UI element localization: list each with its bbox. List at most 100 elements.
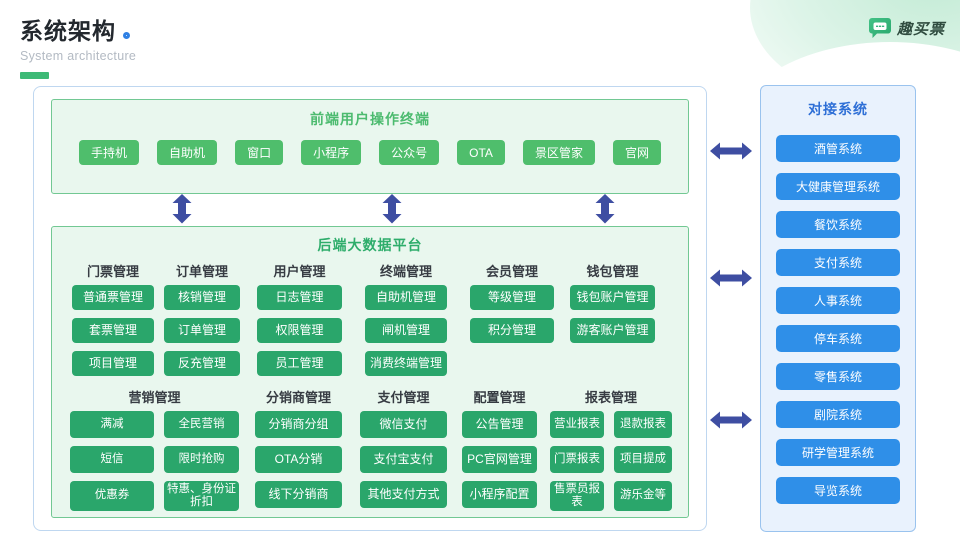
group-user-management: 用户管理 日志管理 权限管理 员工管理 (257, 261, 342, 376)
terminal-window: 窗口 (235, 140, 284, 165)
terminal-scenic-butler: 景区管家 (522, 140, 595, 165)
module-button: 自助机管理 (365, 285, 447, 310)
module-button: 全民营销 (164, 411, 239, 438)
ticket-bubble-icon (868, 18, 891, 38)
group-header: 分销商管理 (265, 390, 331, 405)
group-header: 营销管理 (128, 390, 181, 405)
module-button: 售票员报表 (550, 481, 604, 511)
module-button: 游乐金等 (614, 481, 672, 511)
module-button: 短信 (70, 446, 154, 473)
module-button: 普通票管理 (72, 285, 154, 310)
system-theater: 剧院系统 (776, 401, 900, 428)
double-arrow-horizontal-icon (710, 142, 752, 160)
module-button: 积分管理 (470, 318, 554, 343)
group-marketing-management: 营销管理 满减 全民营销 短信 限时抢购 优惠券 特惠、身份证折扣 (70, 387, 239, 511)
module-button: 钱包账户管理 (570, 285, 655, 310)
group-header: 用户管理 (273, 264, 326, 279)
module-button: 项目提成 (614, 446, 672, 473)
module-button: 套票管理 (72, 318, 154, 343)
module-button: 公告管理 (462, 411, 537, 438)
system-parking: 停车系统 (776, 325, 900, 352)
system-hotel: 酒管系统 (776, 135, 900, 162)
double-arrow-vertical-icon (172, 194, 192, 224)
module-button: 权限管理 (257, 318, 342, 343)
module-button: 退款报表 (614, 411, 672, 438)
module-button: 优惠券 (70, 481, 154, 511)
double-arrow-vertical-icon (382, 194, 402, 224)
brand-logo: 趣买票 (868, 17, 945, 39)
module-button: 日志管理 (257, 285, 342, 310)
group-header: 会员管理 (485, 264, 538, 279)
group-header: 终端管理 (379, 264, 432, 279)
report-grid: 营业报表 退款报表 门票报表 项目提成 售票员报表 游乐金等 (550, 411, 672, 511)
group-header: 订单管理 (175, 264, 228, 279)
module-button: 限时抢购 (164, 446, 239, 473)
module-button: 特惠、身份证折扣 (164, 481, 239, 511)
group-header: 报表管理 (584, 390, 637, 405)
title-underline (20, 72, 49, 79)
backend-section-title: 后端大数据平台 (317, 237, 423, 253)
module-button: 等级管理 (470, 285, 554, 310)
system-payment: 支付系统 (776, 249, 900, 276)
terminal-button-row: 手持机 自助机 窗口 小程序 公众号 OTA 景区管家 官网 (79, 140, 661, 165)
module-button: 线下分销商 (255, 481, 342, 508)
group-order-management: 订单管理 核销管理 订单管理 反充管理 (164, 261, 240, 376)
terminal-ota: OTA (457, 140, 505, 165)
module-button: 支付宝支付 (360, 446, 447, 473)
module-button: 其他支付方式 (360, 481, 447, 508)
brand-name: 趣买票 (896, 20, 945, 38)
module-button: 员工管理 (257, 351, 342, 376)
terminal-kiosk: 自助机 (157, 140, 218, 165)
group-header: 支付管理 (377, 390, 430, 405)
terminal-handheld: 手持机 (79, 140, 140, 165)
title-dot-icon (123, 32, 130, 39)
group-device-management: 终端管理 自助机管理 闸机管理 消费终端管理 (365, 261, 447, 376)
terminal-website: 官网 (612, 140, 661, 165)
system-catering: 餐饮系统 (776, 211, 900, 238)
module-button: 营业报表 (550, 411, 604, 438)
slide-header: 系统架构 System architecture (20, 12, 136, 79)
module-button: 反充管理 (164, 351, 240, 376)
group-header: 钱包管理 (586, 264, 639, 279)
page-title: 系统架构 (20, 18, 116, 44)
system-health: 大健康管理系统 (776, 173, 900, 200)
group-distributor-management: 分销商管理 分销商分组 OTA分销 线下分销商 (255, 387, 342, 508)
integration-systems-panel: 对接系统 酒管系统 大健康管理系统 餐饮系统 支付系统 人事系统 停车系统 零售… (760, 85, 916, 532)
integration-panel-title: 对接系统 (808, 101, 868, 117)
group-header: 配置管理 (473, 390, 526, 405)
group-config-management: 配置管理 公告管理 PC官网管理 小程序配置 (462, 387, 537, 508)
module-button: 核销管理 (164, 285, 240, 310)
backend-platform-section: 后端大数据平台 门票管理 普通票管理 套票管理 项目管理 订单管理 核销管理 订… (51, 226, 689, 518)
module-button: PC官网管理 (462, 446, 537, 473)
terminal-official-account: 公众号 (379, 140, 440, 165)
module-button: 满减 (70, 411, 154, 438)
module-button: 小程序配置 (462, 481, 537, 508)
group-member-management: 会员管理 等级管理 积分管理 (470, 261, 554, 343)
double-arrow-vertical-icon (595, 194, 615, 224)
module-button: 订单管理 (164, 318, 240, 343)
frontend-section-title: 前端用户操作终端 (310, 111, 430, 127)
group-report-management: 报表管理 营业报表 退款报表 门票报表 项目提成 售票员报表 游乐金等 (550, 387, 672, 511)
module-button: OTA分销 (255, 446, 342, 473)
module-button: 门票报表 (550, 446, 604, 473)
module-button: 微信支付 (360, 411, 447, 438)
system-hr: 人事系统 (776, 287, 900, 314)
double-arrow-horizontal-icon (710, 411, 752, 429)
main-architecture-box: 前端用户操作终端 手持机 自助机 窗口 小程序 公众号 OTA 景区管家 官网 … (33, 86, 707, 531)
module-button: 闸机管理 (365, 318, 447, 343)
group-wallet-management: 钱包管理 钱包账户管理 游客账户管理 (570, 261, 655, 343)
system-study-tour: 研学管理系统 (776, 439, 900, 466)
group-ticket-management: 门票管理 普通票管理 套票管理 项目管理 (72, 261, 154, 376)
page-subtitle: System architecture (20, 49, 137, 63)
terminal-miniprogram: 小程序 (301, 140, 362, 165)
module-button: 分销商分组 (255, 411, 342, 438)
system-guide: 导览系统 (776, 477, 900, 504)
marketing-grid: 满减 全民营销 短信 限时抢购 优惠券 特惠、身份证折扣 (70, 411, 239, 511)
double-arrow-horizontal-icon (710, 269, 752, 287)
group-header: 门票管理 (86, 264, 139, 279)
group-payment-management: 支付管理 微信支付 支付宝支付 其他支付方式 (360, 387, 447, 508)
module-button: 游客账户管理 (570, 318, 655, 343)
module-button: 项目管理 (72, 351, 154, 376)
system-retail: 零售系统 (776, 363, 900, 390)
